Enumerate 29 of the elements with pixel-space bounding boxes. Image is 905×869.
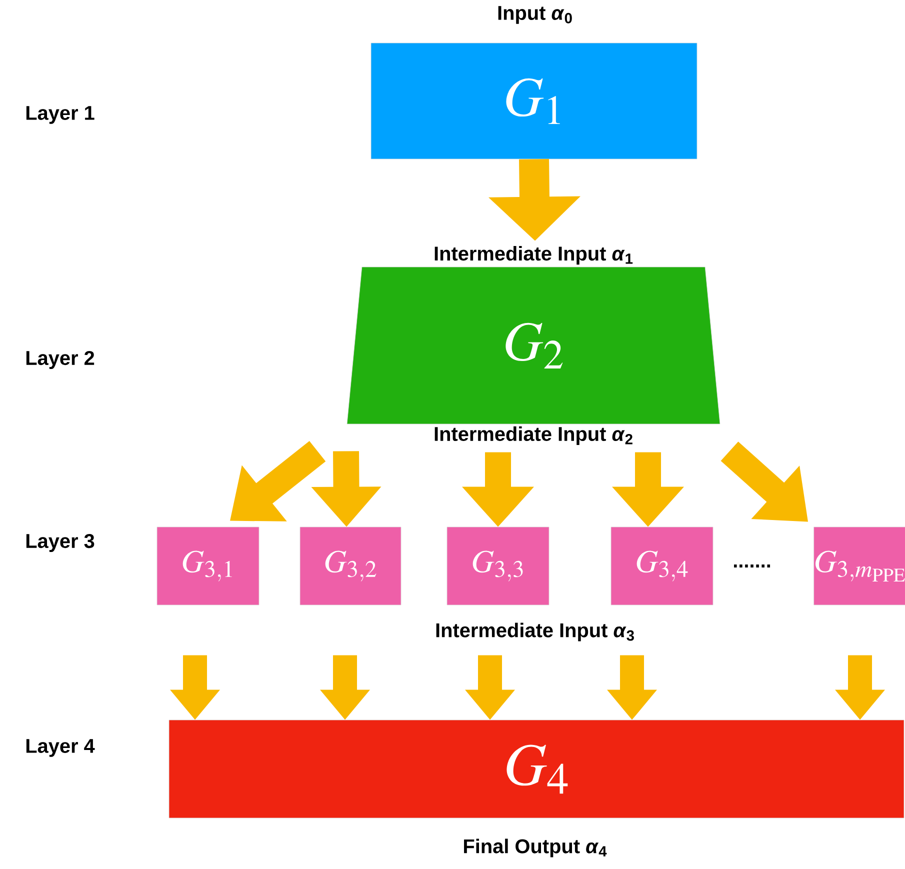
- heading-label: Intermediate Input α$_{1}$: [434, 246, 633, 265]
- process-box: $G_{4}$: [168, 720, 904, 818]
- block-arrow: [465, 655, 515, 720]
- process-box: $G_{3,4}$: [610, 526, 714, 606]
- block-arrow: [720, 442, 808, 522]
- process-box: $G_{3,m_{\mathrm{PPE}}}$: [814, 526, 905, 606]
- trapezoid-block: $G_{2}$: [346, 266, 720, 424]
- layer-label: Layer 1: [26, 106, 94, 124]
- layer-label: Layer 2: [26, 350, 94, 370]
- layer-label: Layer 3: [26, 534, 94, 552]
- block-arrow: [607, 655, 657, 720]
- process-box: $G_{3,2}$: [300, 526, 402, 606]
- block-arrow: [462, 452, 534, 527]
- block-arrow: [320, 655, 370, 720]
- flow-label: Final Output α$_{4}$: [464, 838, 607, 858]
- flow-label: Input α$_{0}$: [498, 6, 572, 24]
- process-box: $G_{3,1}$: [156, 526, 260, 606]
- block-arrow: [612, 452, 684, 527]
- layer-label: Layer 4: [26, 739, 95, 757]
- block-arrow: [311, 451, 382, 527]
- block-arrow: [835, 655, 885, 720]
- block-arrow: [488, 159, 580, 241]
- ellipsis: .......: [734, 564, 770, 568]
- beside-label: Intermediate Input α$_{2}$: [434, 426, 632, 445]
- block-arrow: [230, 441, 326, 522]
- block-arrow: [170, 655, 220, 720]
- process-box: $G_{1}$: [370, 42, 698, 160]
- flow-label: Intermediate Input α$_{3}$: [436, 622, 634, 642]
- process-box: $G_{3,3}$: [446, 526, 550, 606]
